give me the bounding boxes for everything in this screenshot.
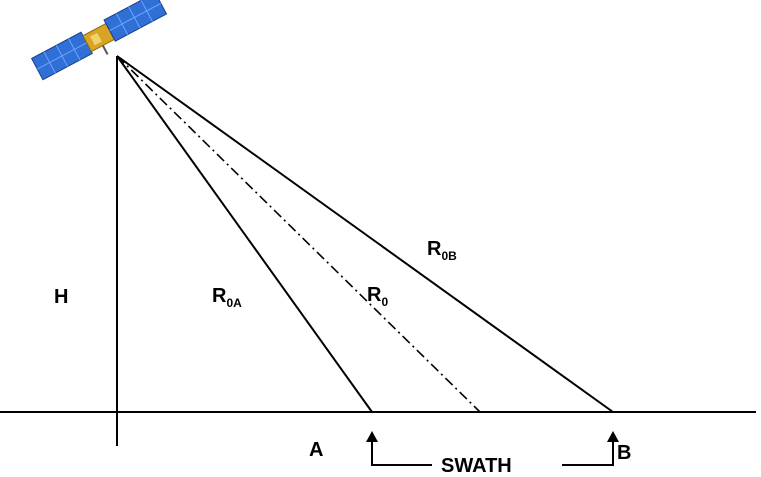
range-center-main: R [367,284,382,306]
point-b-label: B [617,442,632,464]
point-a-label: A [309,439,324,461]
swath-bracket [371,438,614,466]
swath-label: SWATH [441,455,512,477]
slant-range-near-line [116,55,373,413]
slant-range-center-line [116,55,481,413]
slant-range-far-line [116,55,614,413]
height-label: H [54,286,69,308]
arrow-up-icon [366,431,378,442]
satellite-icon [30,0,168,81]
range-near-label: R0A [212,286,242,309]
range-center-label: R0 [367,285,388,308]
range-near-sub: 0A [226,296,242,310]
arrow-up-icon [607,431,619,442]
range-far-main: R [427,238,442,260]
range-center-sub: 0 [381,295,389,309]
range-far-sub: 0B [441,249,457,263]
range-far-label: R0B [427,239,457,262]
range-near-main: R [212,285,227,307]
